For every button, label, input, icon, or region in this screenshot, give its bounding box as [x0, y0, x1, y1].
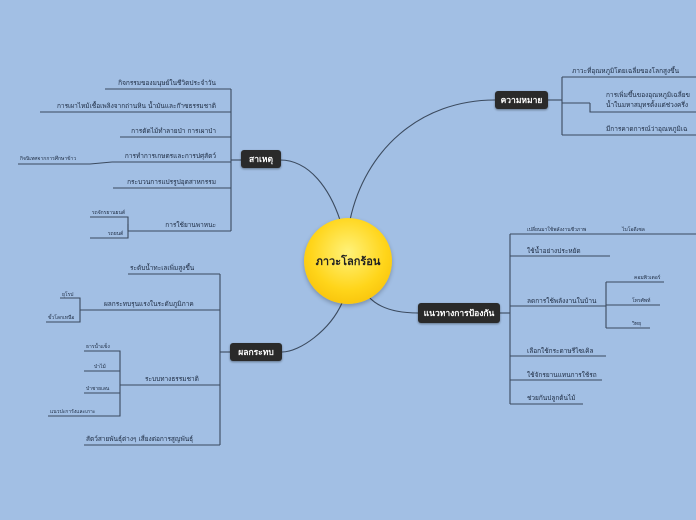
- effect-subitem: ธารน้ำแข็ง: [86, 344, 110, 350]
- prevention-subitem: ไบโอดีเซล: [622, 227, 645, 233]
- effect-subitem: ป่าไม้: [94, 364, 106, 370]
- node-causes[interactable]: สาเหตุ: [241, 150, 281, 168]
- effect-subitem: ยุโรป: [62, 292, 74, 298]
- meaning-item: น้ำในมหาสมุทรตั้งแต่ช่วงครึ่ง: [606, 101, 689, 109]
- prevention-item: ช่วยกันปลูกต้นไม้: [527, 394, 576, 402]
- cause-subitem: รถจักรยานยนต์: [92, 210, 126, 216]
- prevention-subitem: คอมพิวเตอร์: [634, 275, 661, 281]
- meaning-item: การเพิ่มขึ้นของอุณหภูมิเฉลี่ยข: [606, 91, 690, 99]
- effect-item: สัตว์สายพันธุ์ต่างๆ เสี่ยงต่อการสูญพันธุ…: [86, 435, 194, 443]
- effect-item: ผลกระทบรุนแรงในระดับภูมิภาค: [104, 300, 194, 308]
- node-meaning[interactable]: ความหมาย: [495, 91, 548, 109]
- cause-subitem: กิจนิเทศจากการศึกษาข้าว: [20, 156, 77, 162]
- cause-item: กิจกรรมของมนุษย์ในชีวิตประจำวัน: [118, 79, 216, 87]
- effect-item: ระบบทางธรรมชาติ: [145, 375, 199, 383]
- cause-item: การใช้ยานพาหนะ: [165, 221, 216, 229]
- node-prevention[interactable]: แนวทางการป้องกัน: [418, 303, 500, 323]
- node-effects[interactable]: ผลกระทบ: [230, 343, 282, 361]
- cause-item: กระบวนการแปรรูปอุตสาหกรรม: [127, 178, 216, 186]
- prevention-item: เปลี่ยนมาใช้พลังงานชีวภาพ: [527, 227, 587, 233]
- prevention-item: ใช้จักรยานแทนการใช้รถ: [527, 371, 597, 379]
- central-topic: ภาวะโลกร้อน: [304, 218, 392, 304]
- prevention-item: ใช้น้ำอย่างประหยัด: [527, 247, 581, 255]
- meaning-item: ภาวะที่อุณหภูมิโดยเฉลี่ยของโลกสูงขึ้น: [572, 67, 680, 75]
- cause-subitem: รถยนต์: [108, 231, 124, 237]
- cause-item: การตัดไม้ทำลายป่า การเผาป่า: [131, 127, 216, 135]
- prevention-item: เลือกใช้กระดาษรีไซเคิล: [527, 347, 594, 355]
- meaning-item: มีการคาดการณ์ว่าอุณหภูมิเฉ: [606, 125, 688, 133]
- effect-item: ระดับน้ำทะเลเพิ่มสูงขึ้น: [130, 264, 195, 272]
- prevention-item: ลดการใช้พลังงานในบ้าน: [527, 297, 597, 305]
- cause-item: การเผาไหม้เชื้อเพลิงจากถ่านหิน น้ำมันและ…: [56, 102, 216, 110]
- effect-subitem: ป่าชายเลน: [86, 386, 110, 392]
- prevention-subitem: โทรศัพท์: [632, 298, 651, 304]
- effect-subitem: แนวปะการังและเกาะ: [50, 409, 96, 415]
- cause-item: การทำการเกษตรและการปศุสัตว์: [124, 152, 216, 160]
- effect-subitem: ขั้วโลกเหนือ: [48, 315, 75, 321]
- prevention-subitem: วิทยุ: [632, 321, 642, 327]
